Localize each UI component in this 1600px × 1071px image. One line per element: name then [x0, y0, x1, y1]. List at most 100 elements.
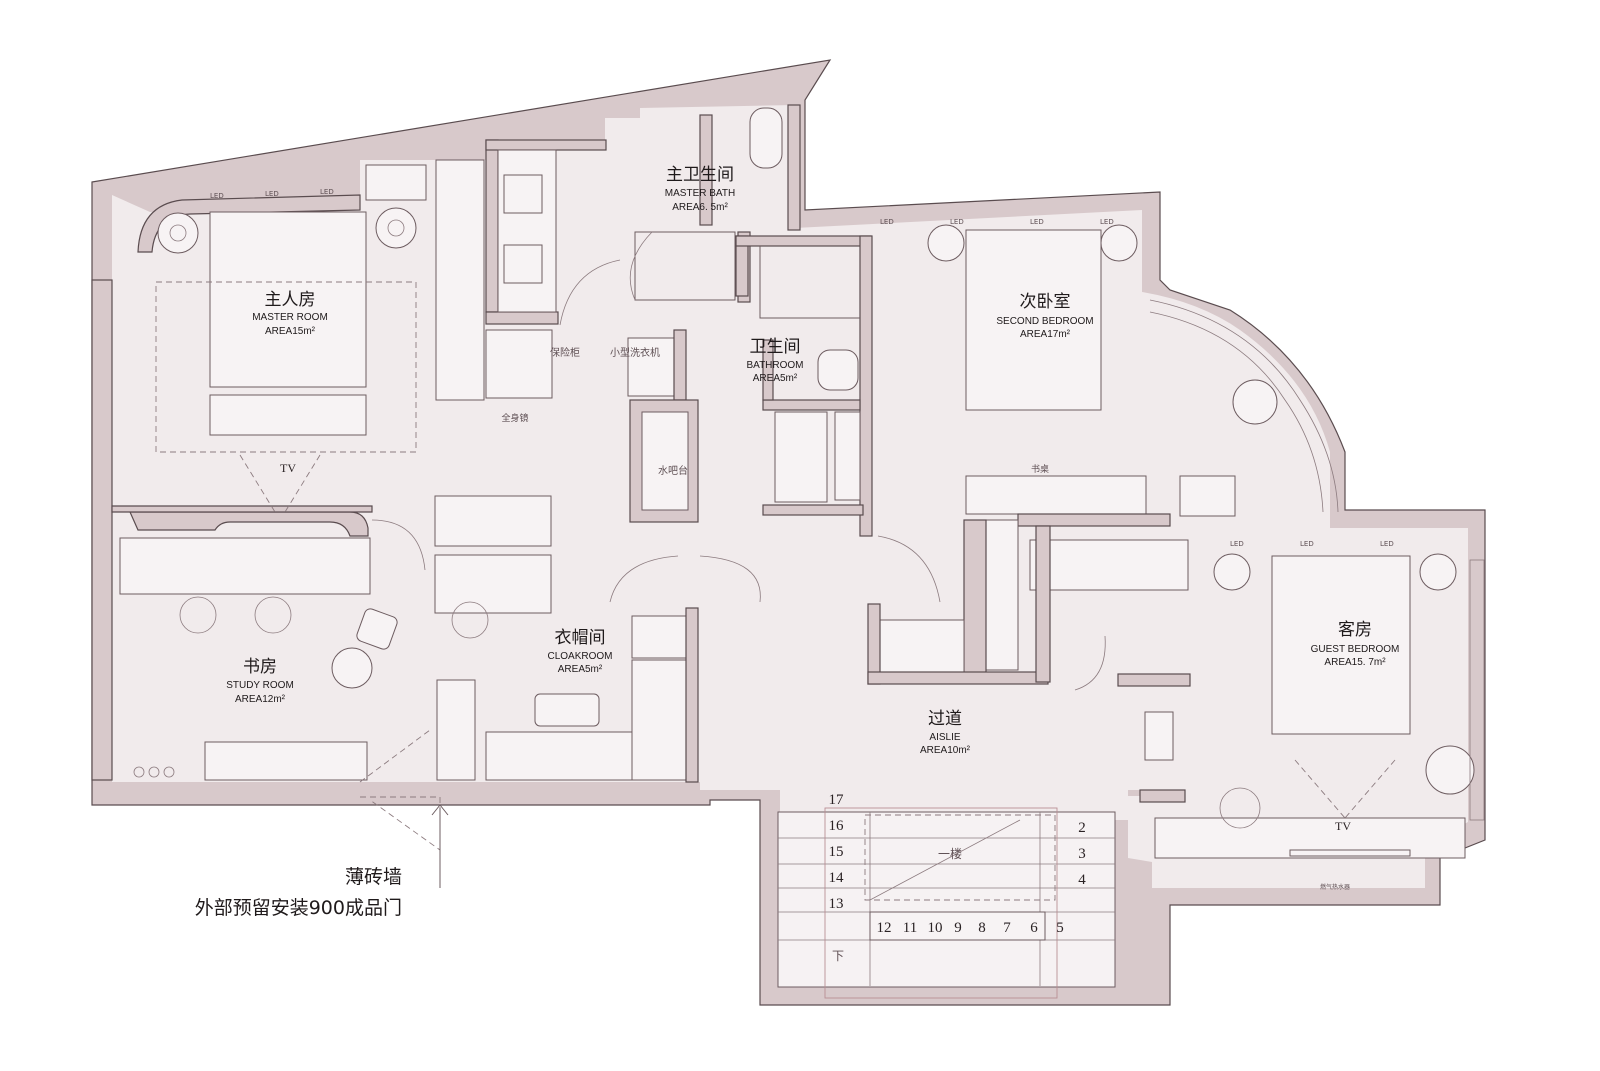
cloak-shelf-mid	[434, 554, 552, 614]
bar-counter	[641, 411, 689, 511]
second-bed	[965, 229, 1102, 411]
lounge-chair-seat	[331, 647, 373, 689]
master-wardrobe-side	[435, 159, 485, 401]
bath-wall-bottom	[762, 399, 861, 411]
guest-table	[1219, 787, 1261, 829]
nightstand-left-lamp	[169, 224, 187, 242]
guest-bedroom-cn: 客房	[1338, 620, 1372, 640]
tv-label-left: TV	[280, 461, 296, 475]
stair-num: 12	[877, 920, 892, 936]
shower-wall	[699, 114, 713, 226]
stair-grid	[778, 807, 1115, 999]
nightstand-left	[157, 212, 199, 254]
master-rug	[155, 281, 417, 453]
led-label: LED	[1380, 540, 1394, 548]
led-label: LED	[210, 192, 224, 200]
stair-num: 5	[1056, 920, 1064, 936]
entry-door-dash	[360, 796, 441, 851]
first-floor-label: 一楼	[938, 846, 962, 861]
led-label: LED	[950, 218, 964, 226]
guest-window	[1469, 559, 1485, 821]
study-door-swing	[359, 729, 431, 783]
second-wardrobe	[985, 519, 1019, 671]
led-label: LED	[1100, 218, 1114, 226]
aisle-wall-l	[963, 519, 987, 683]
guest-tv	[1289, 849, 1411, 857]
stair-num: 15	[829, 844, 844, 860]
bath-wall-foot	[762, 504, 864, 516]
bath-wall-top	[735, 235, 872, 247]
study-desk	[119, 537, 371, 595]
guest-wall-top	[1117, 673, 1191, 687]
aisle-cabinet	[879, 619, 965, 681]
master-bath-vanity	[497, 149, 557, 313]
guest-bed	[1271, 555, 1411, 735]
stair-num: 4	[1078, 872, 1086, 888]
second-bedroom-cn: 次卧室	[1020, 292, 1071, 312]
master-room-left-wall	[91, 279, 113, 781]
stair-num: 9	[954, 920, 962, 936]
bath-shower-line	[759, 246, 860, 319]
aisle-cn: 过道	[928, 709, 962, 729]
stair-num: 13	[829, 896, 844, 912]
guest-bedroom-area: AREA15. 7m²	[1324, 657, 1386, 668]
desk-label: 书桌	[1031, 463, 1049, 475]
nightstand-right	[375, 207, 417, 249]
stair-num: 14	[829, 870, 845, 886]
stair-area	[777, 811, 1116, 988]
led-label: LED	[1030, 218, 1044, 226]
cloak-wardrobe-left	[436, 679, 476, 781]
bar-label: 水吧台	[658, 464, 688, 477]
door-arc-3	[699, 555, 761, 603]
washer-wall	[673, 329, 687, 401]
stair-num: 11	[903, 920, 917, 936]
bath-wall-inner	[762, 339, 774, 401]
master-room-en: MASTER ROOM	[252, 312, 328, 323]
guest-tv-view-right	[1344, 759, 1396, 819]
led-label: LED	[880, 218, 894, 226]
door-arc-4	[877, 535, 941, 603]
stair-num: 7	[1003, 920, 1011, 936]
guest-chair	[1425, 745, 1475, 795]
guest-wall-left	[1035, 525, 1051, 683]
washer-label: 小型洗衣机	[610, 346, 660, 359]
cloak-shelf-top	[434, 495, 552, 547]
stair-num: 6	[1030, 920, 1038, 936]
study-outlet-3	[163, 766, 175, 778]
second-nightstand-left	[927, 224, 965, 262]
sink-1	[503, 174, 543, 214]
second-nightstand-right	[1100, 224, 1138, 262]
study-chair-2	[254, 596, 292, 634]
master-bath-wall	[485, 139, 499, 313]
guest-tv-view-left	[1294, 759, 1346, 819]
stair-num: 16	[829, 818, 845, 834]
cloak-island	[534, 693, 600, 727]
toilet-master	[749, 107, 783, 169]
aisle-wall-foot	[867, 671, 1049, 685]
guest-nightstand-left	[1213, 553, 1251, 591]
cloak-wall-right	[685, 607, 699, 783]
second-bay-window-outer	[1149, 299, 1339, 513]
master-bath-wall-bottom	[485, 311, 559, 325]
stair-num: 10	[928, 920, 943, 936]
door-arc-2	[609, 555, 679, 603]
second-bedroom-en: SECOND BEDROOM	[996, 316, 1093, 327]
master-bed-foot	[209, 394, 367, 436]
led-label: LED	[320, 188, 334, 196]
master-wardrobe-top	[365, 164, 427, 201]
second-desk	[965, 475, 1147, 515]
sink-2	[503, 244, 543, 284]
second-bay-window	[1149, 311, 1324, 513]
cloak-wardrobe-bottom	[485, 731, 637, 781]
bath-vanity	[774, 411, 828, 503]
safe-label: 保险柜	[550, 346, 580, 359]
aisle-en: AISLIE	[929, 732, 960, 743]
washer-block	[627, 337, 675, 397]
master-bath-en: MASTER BATH	[665, 188, 735, 199]
master-bath-area: AREA6. 5m²	[672, 202, 728, 213]
bathroom-en: BATHROOM	[746, 360, 803, 371]
stair-num: 3	[1078, 846, 1086, 862]
bathroom-area: AREA5m²	[753, 373, 798, 384]
guest-nightstand-right	[1419, 553, 1457, 591]
